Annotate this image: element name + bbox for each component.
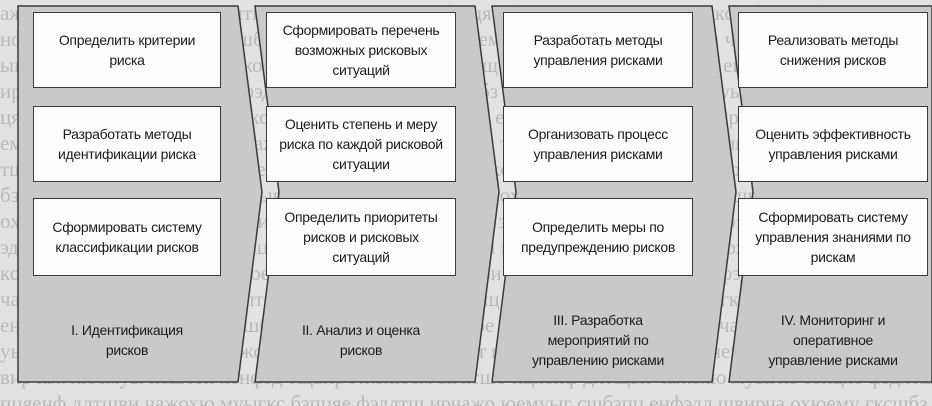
stage-4-box-2-text: Оценить эффективность управления рисками (755, 126, 911, 162)
stage-1-box-3-text: Сформировать систему классификации риско… (52, 219, 202, 255)
stage-3-box-1-text: Разработать методы управления рисками (533, 32, 663, 68)
stage-4-box-3: Сформировать систему управления знаниями… (738, 198, 928, 276)
stage-3-box-3: Определить меры по предупреждению рисков (503, 198, 693, 276)
stage-1-box-2: Разработать методы идентификации риска (33, 106, 221, 182)
stage-2-box-2: Оценить степень и меру риска по каждой р… (266, 106, 456, 182)
stage-2-box-3: Определить приоритеты рисков и рисковых … (266, 198, 456, 276)
stage-2-chevron (254, 5, 500, 383)
stage-2-box-1-text: Сформировать перечень возможных рисковых… (282, 22, 440, 78)
stage-3-box-3-text: Определить меры по предупреждению рисков (520, 219, 676, 255)
stage-2-box-1: Сформировать перечень возможных рисковых… (266, 12, 456, 88)
stage-1-box-3: Сформировать систему классификации риско… (33, 198, 221, 276)
stage-3-box-2: Организовать процесс управления рисками (503, 106, 693, 182)
stage-2-box-3-text: Определить приоритеты рисков и рисковых … (284, 209, 438, 265)
stage-1-chevron (17, 5, 263, 383)
stage-3-chevron (491, 5, 737, 383)
stage-3-box-2-text: Организовать процесс управления рисками (527, 126, 669, 162)
stage-1-box-2-text: Разработать методы идентификации риска (58, 126, 196, 162)
stage-1-box-1-text: Определить критерии риска (58, 32, 196, 68)
stage-4-box-2: Оценить эффективность управления рисками (738, 106, 928, 182)
stage-1-box-1: Определить критерии риска (33, 12, 221, 88)
stage-3-label: III. Разработка мероприятий по управлени… (531, 312, 665, 368)
stage-3-box-1: Разработать методы управления рисками (503, 12, 693, 88)
stage-4-label: IV. Мониторинг и оперативное управление … (768, 312, 898, 368)
background-line: пцяенф длтщви чажохю муыгкс бзпцяе фэдлт… (0, 391, 932, 406)
stage-2-label: II. Анализ и оценка рисков (301, 322, 421, 358)
stage-1-label: I. Идентификация рисков (71, 322, 183, 358)
stage-4-box-1-text: Реализовать методы снижения рисков (767, 32, 899, 68)
stage-2-box-2-text: Оценить степень и меру риска по каждой р… (279, 116, 443, 172)
stage-4-box-1: Реализовать методы снижения рисков (738, 12, 928, 88)
stage-4-box-3-text: Сформировать систему управления знаниями… (755, 209, 911, 265)
